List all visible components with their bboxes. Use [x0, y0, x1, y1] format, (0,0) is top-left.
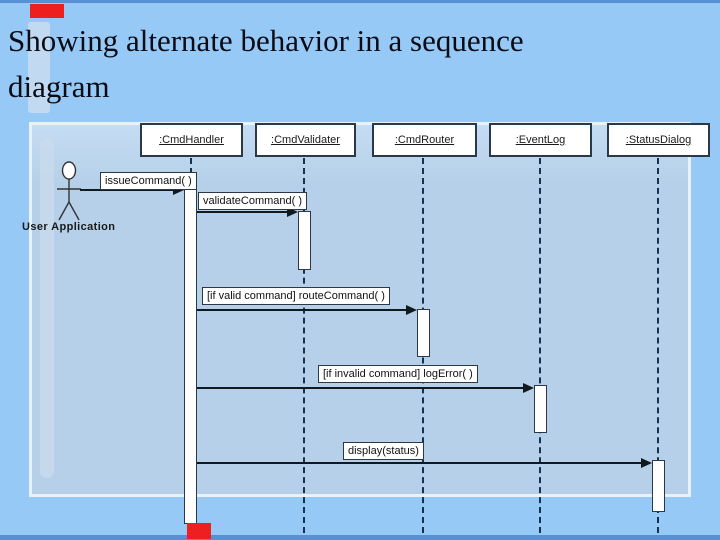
arrowhead-icon: [641, 458, 652, 468]
actor-label: User Application: [22, 221, 116, 233]
lifeline-box-eventlog: :EventLog: [489, 123, 592, 157]
arrowhead-icon: [287, 207, 298, 217]
stick-figure-actor-icon: [57, 161, 81, 221]
red-marker-bottom: [187, 523, 211, 539]
arrowhead-icon: [523, 383, 534, 393]
lifeline-box-cmdrouter: :CmdRouter: [372, 123, 477, 157]
lifeline-name: :CmdValidater: [271, 134, 340, 146]
left-accent-bar: [40, 138, 54, 478]
message-label-issuecommand: issueCommand( ): [100, 172, 197, 190]
lifeline-box-cmdvalidater: :CmdValidater: [255, 123, 356, 157]
slide-title-line1: Showing alternate behavior in a sequence: [8, 23, 524, 58]
message-label-display: display(status): [343, 442, 424, 460]
bottom-edge-strip: [0, 535, 720, 540]
lifeline-box-statusdialog: :StatusDialog: [607, 123, 710, 157]
message-line-logerror: [197, 387, 525, 389]
message-label-logerror: [if invalid command] logError( ): [318, 365, 478, 383]
lifeline-cmdvalidater: [303, 158, 305, 533]
lifeline-name: :StatusDialog: [625, 134, 692, 146]
title-accent-bar: [28, 22, 50, 113]
activation-statusdialog: [652, 460, 665, 512]
message-label-routecommand: [if valid command] routeCommand( ): [202, 287, 390, 305]
lifeline-box-cmdhandler: :CmdHandler: [140, 123, 243, 157]
activation-cmdrouter: [417, 309, 430, 357]
message-line-validatecommand: [197, 211, 289, 213]
arrowhead-icon: [173, 185, 184, 195]
slide-title: Showing alternate behavior in a sequence…: [8, 18, 648, 110]
message-label-validatecommand: validateCommand( ): [198, 192, 308, 210]
activation-eventlog: [534, 385, 547, 433]
lifeline-name: :CmdHandler: [159, 134, 224, 146]
red-marker-top: [30, 4, 64, 18]
top-edge-strip: [0, 0, 720, 3]
message-line-display: [197, 462, 643, 464]
activation-cmdvalidater: [298, 211, 311, 270]
arrowhead-icon: [406, 305, 417, 315]
lifeline-name: :CmdRouter: [394, 134, 455, 146]
message-line-routecommand: [197, 309, 408, 311]
lifeline-eventlog: [539, 158, 541, 533]
activation-cmdhandler: [184, 186, 197, 524]
slide-title-line2: diagram: [8, 69, 110, 104]
lifeline-statusdialog: [657, 158, 659, 533]
lifeline-name: :EventLog: [515, 134, 566, 146]
